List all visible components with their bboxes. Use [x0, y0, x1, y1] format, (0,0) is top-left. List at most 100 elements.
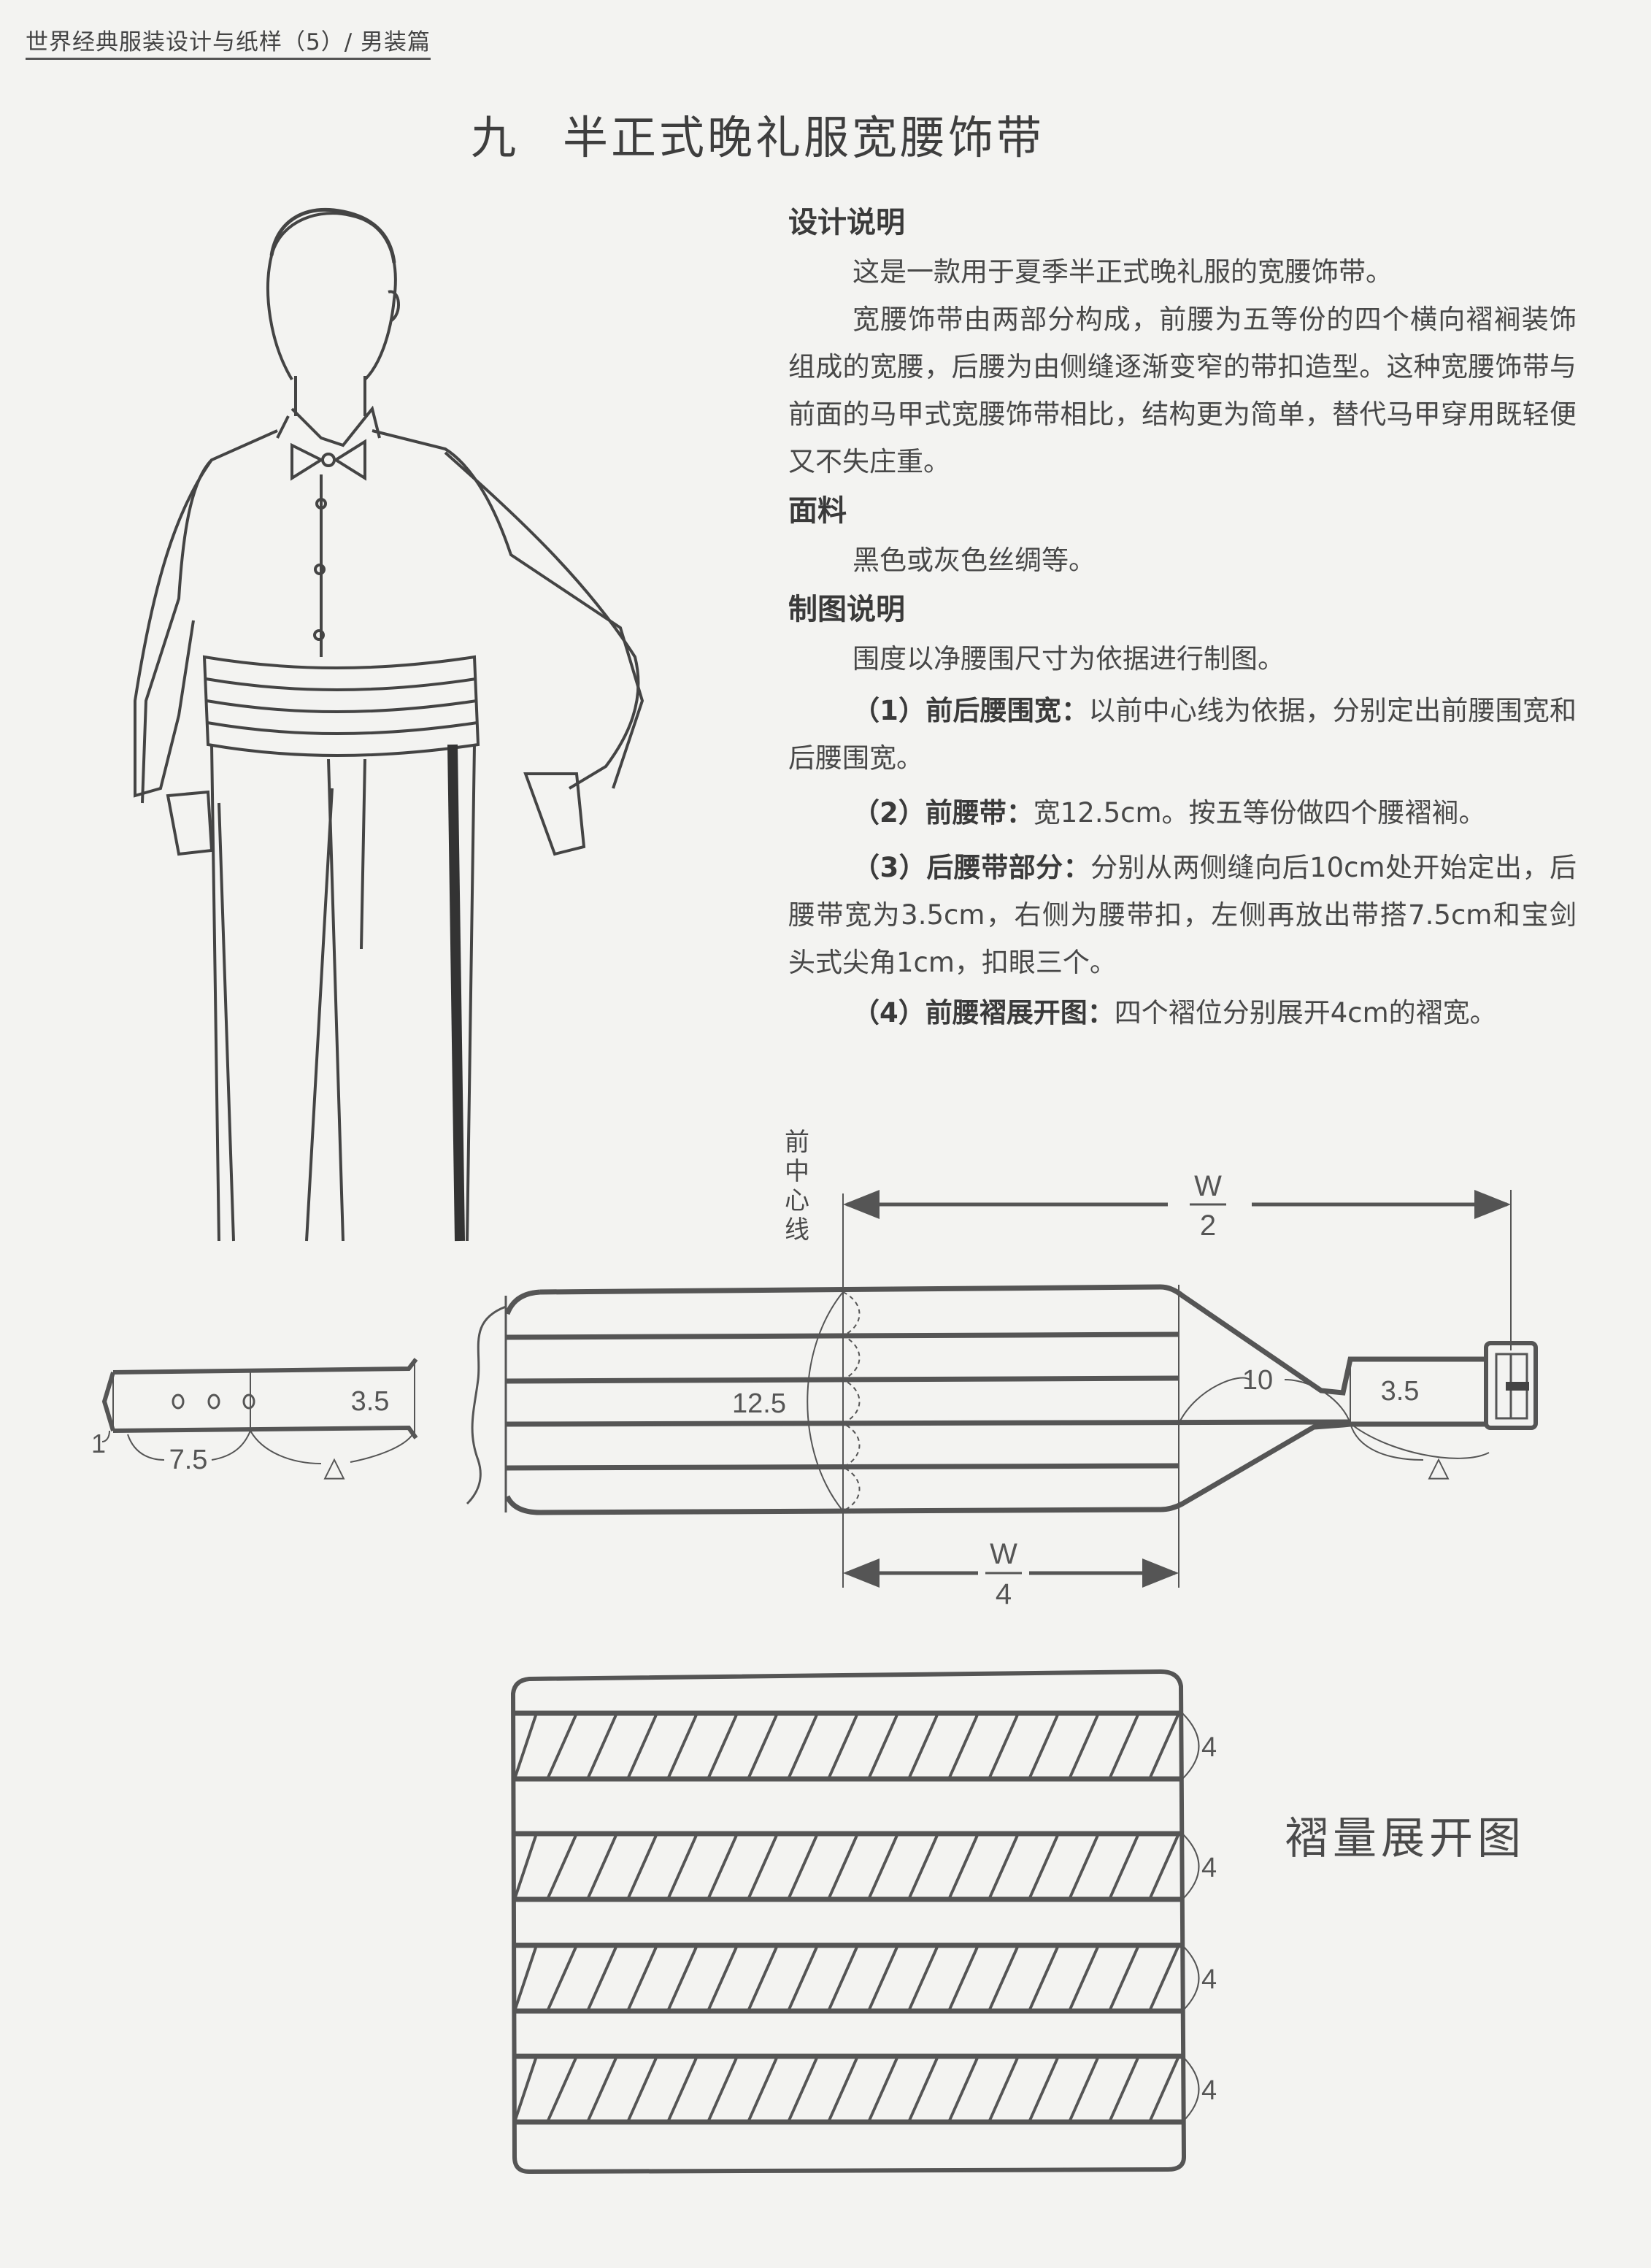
w-half-numerator: W: [1194, 1170, 1222, 1202]
hatch-line: [827, 2056, 859, 2123]
hatch-line: [707, 2056, 739, 2123]
hatch-line: [513, 1833, 538, 1900]
hatch-line: [747, 1833, 779, 1900]
front-width-label: 12.5: [732, 1388, 786, 1419]
hatch-line: [867, 2056, 899, 2123]
drafting-item: （2）前腰带：宽12.5cm。按五等份做四个腰褶裥。: [788, 789, 1577, 837]
hatch-line: [626, 1945, 658, 2012]
hatch-line: [513, 2056, 538, 2123]
offset-arcs: [1178, 1377, 1490, 1461]
hatch-line: [666, 1833, 698, 1900]
buttonhole: [242, 1394, 255, 1410]
fabric-heading: 面料: [788, 494, 847, 528]
item-text: 四个褶位分别展开4cm的褶宽。: [1114, 997, 1497, 1029]
buckle-icon: [1484, 1341, 1538, 1430]
w-quarter-numerator: W: [990, 1538, 1017, 1570]
hatch-line: [1068, 1712, 1100, 1780]
item-text: 宽12.5cm。按五等份做四个腰褶裥。: [1033, 797, 1486, 829]
delta-right-label: △: [1428, 1452, 1450, 1483]
hatch-line: [827, 1712, 859, 1780]
hatch-line: [586, 2056, 618, 2123]
hatch-line: [947, 1945, 980, 2012]
hatch-line: [867, 1833, 899, 1900]
w-quarter-denominator: 4: [996, 1578, 1012, 1610]
drafting-item: （1）前后腰围宽：以前中心线为依据，分别定出前腰围宽和后腰围宽。: [788, 687, 1577, 782]
back-offset-label: 10: [1242, 1365, 1273, 1396]
buttonhole: [207, 1394, 220, 1410]
hatch-line: [626, 2056, 658, 2123]
hatch-line: [586, 1712, 618, 1780]
pleat-width-label: 4: [1201, 1853, 1217, 1883]
hatch-line: [666, 1945, 698, 2012]
right-cuff: [523, 772, 586, 856]
width-arc: [807, 1291, 844, 1512]
hatch-line: [1148, 2056, 1180, 2123]
left-strap-outline: [101, 1358, 418, 1439]
pleat-line: [505, 1419, 1351, 1427]
design-heading: 设计说明: [788, 206, 905, 239]
center-line-label: 前中心线: [785, 1128, 809, 1245]
trousers: [210, 744, 476, 1242]
hatch-line: [1108, 1833, 1140, 1900]
hatch-line: [827, 1833, 859, 1900]
hatch-line: [1028, 1945, 1060, 2012]
hatch-line: [1108, 2056, 1140, 2123]
item-text: 以前中心线为依据，分别定出前腰围宽和后腰围宽。: [788, 695, 1577, 774]
hatch-line: [707, 1712, 739, 1780]
fabric-text: 黑色或灰色丝绸等。: [853, 545, 1096, 576]
buttonhole: [172, 1394, 185, 1410]
hatch-line: [666, 1712, 698, 1780]
drafting-item: （3）后腰带部分：分别从两侧缝向后10cm处开始定出，后腰带宽为3.5cm，右侧…: [788, 844, 1577, 986]
design-paragraph: 宽腰饰带由两部分构成，前腰为五等份的四个横向褶裥装饰组成的宽腰，后腰为由侧缝逐渐…: [788, 304, 1577, 477]
hatch-line: [1108, 1945, 1140, 2012]
hatch-line: [947, 1833, 980, 1900]
hatch-line: [988, 2056, 1020, 2123]
hatch-line: [988, 1833, 1020, 1900]
item-text: 分别从两侧缝向后10cm处开始定出，后腰带宽为3.5cm，右侧为腰带扣，左侧再放…: [788, 852, 1577, 978]
hatch-line: [907, 1945, 939, 2012]
strap-width-left-label: 3.5: [351, 1386, 390, 1417]
hatch-line: [787, 1712, 819, 1780]
running-header: 世界经典服装设计与纸样（5）/ 男装篇: [26, 23, 431, 60]
hatch-line: [787, 1833, 819, 1900]
hatch-line: [546, 2056, 578, 2123]
neck: [294, 376, 366, 416]
pleat-width-label: 4: [1201, 1964, 1217, 1995]
bow-tie: [290, 439, 366, 481]
hatch-line: [1148, 1712, 1180, 1780]
hatch-line: [787, 2056, 819, 2123]
hatch-line: [707, 1945, 739, 2012]
trouser-stripe: [447, 744, 465, 1242]
hatch-line: [513, 1945, 538, 2012]
hatch-line: [787, 1945, 819, 2012]
pleat-arc: [1182, 1833, 1200, 1900]
item-title: 后腰带部分：: [926, 852, 1091, 883]
item-title: 前腰褶展开图：: [925, 997, 1115, 1029]
left-sleeve: [134, 458, 213, 798]
pleat-line: [505, 1463, 1179, 1471]
section-title: 半正式晚礼服宽腰饰带: [563, 111, 1045, 164]
hatch-line: [747, 1945, 779, 2012]
item-number: （4）: [853, 997, 925, 1029]
hatch-line: [626, 1712, 658, 1780]
hatch-line: [747, 2056, 779, 2123]
hair: [269, 208, 396, 264]
collar: [276, 405, 381, 447]
item-title: 前后腰围宽：: [925, 695, 1089, 726]
strap-width-right-label: 3.5: [1381, 1376, 1420, 1407]
hatch-line: [947, 2056, 980, 2123]
pleat-width-label: 4: [1201, 2075, 1217, 2106]
hatch-line: [707, 1833, 739, 1900]
point-label: 1: [91, 1429, 106, 1458]
item-title: 前腰带：: [925, 797, 1034, 829]
hatch-line: [1148, 1945, 1180, 2012]
ear: [388, 290, 401, 323]
item-number: （3）: [853, 852, 927, 883]
hatch-line: [907, 1833, 939, 1900]
hatch-line: [1028, 1712, 1060, 1780]
pleat-diagram-caption: 褶量展开图: [1285, 1813, 1525, 1864]
item-number: （1）: [853, 695, 926, 726]
right-sleeve: [444, 451, 640, 790]
